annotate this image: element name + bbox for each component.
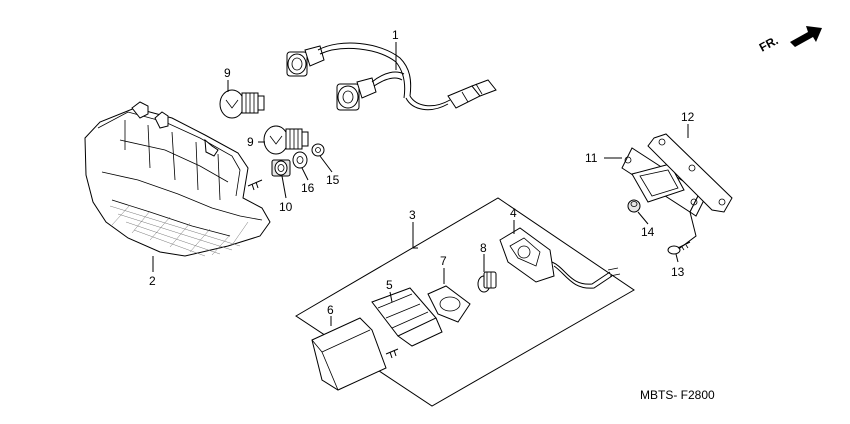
bracket-grommet	[627, 199, 641, 213]
callout-1: 1	[392, 28, 399, 42]
callout-6: 6	[327, 303, 334, 317]
nut	[311, 143, 325, 157]
leader-lines	[152, 42, 697, 326]
callout-2: 2	[149, 274, 156, 288]
front-direction-label: FR.	[757, 33, 781, 54]
license-light-cover	[371, 287, 443, 347]
collar	[292, 151, 308, 169]
callout-10: 10	[279, 200, 293, 214]
callout-7: 7	[440, 254, 447, 268]
callout-labels: 1 2 3 4 5 6 7 8 9 9 10 11 12 13 14 15 16	[149, 28, 695, 317]
grommet	[271, 159, 291, 177]
callout-5: 5	[386, 278, 393, 292]
front-arrow-icon	[790, 26, 822, 47]
license-light-group-frame	[295, 197, 635, 407]
license-light-socket	[499, 227, 621, 289]
reinforcement-plate	[647, 133, 733, 213]
callout-4: 4	[510, 206, 517, 220]
callout-14: 14	[641, 225, 655, 239]
callout-13: 13	[671, 265, 685, 279]
license-light-bulb	[477, 271, 497, 293]
bulb-upper	[219, 89, 265, 119]
taillight-lens-assembly	[84, 101, 271, 257]
callout-11: 11	[585, 151, 598, 165]
callout-9-upper: 9	[224, 66, 231, 80]
license-light-gasket	[427, 285, 471, 323]
bulb-lower	[263, 125, 309, 155]
callout-15: 15	[326, 173, 340, 187]
socket-wire-harness	[286, 42, 497, 111]
callout-8: 8	[480, 241, 487, 255]
bracket-screw	[667, 241, 691, 255]
callout-16: 16	[301, 181, 315, 195]
callout-9-lower: 9	[247, 135, 254, 149]
license-light-lens	[311, 317, 399, 391]
front-direction-indicator: FR.	[757, 26, 822, 55]
license-light-bracket	[621, 147, 707, 217]
diagram-code: MBTS- F2800	[640, 388, 715, 402]
callout-12: 12	[681, 110, 695, 124]
callout-3: 3	[409, 208, 416, 222]
